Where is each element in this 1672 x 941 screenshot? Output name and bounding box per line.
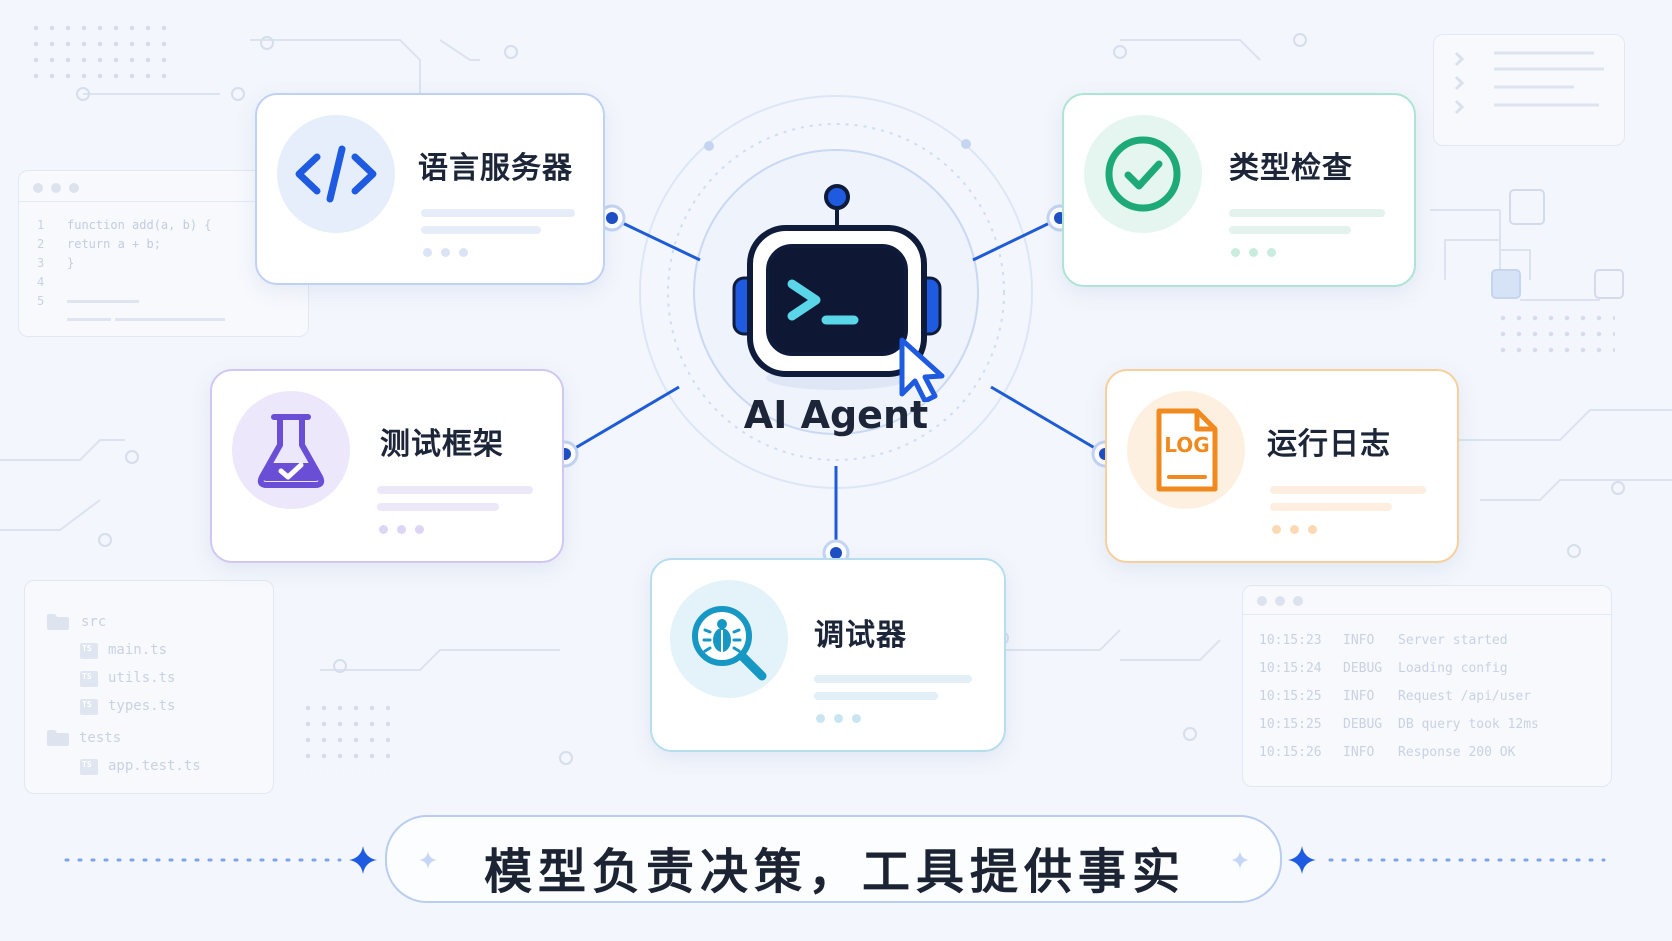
bg-file-tree-panel: src TS main.ts TS utils.ts TS types.ts t…	[24, 580, 274, 794]
log-level: INFO	[1343, 689, 1375, 704]
connector-node	[598, 204, 626, 232]
placeholder-bar	[1270, 486, 1426, 494]
code-line-text: return a + b;	[67, 237, 161, 251]
check-circle-icon	[1084, 115, 1202, 233]
log-level: DEBUG	[1343, 661, 1383, 676]
placeholder-line	[67, 318, 111, 321]
code-line-text: }	[67, 256, 75, 270]
log-message: Loading config	[1398, 661, 1508, 676]
sparkle-icon	[1288, 846, 1316, 874]
tool-title: 运行日志	[1267, 427, 1391, 462]
tool-card-run-log[interactable]: LOG 运行日志	[1105, 369, 1459, 563]
file-tree-folder: tests	[79, 730, 122, 746]
placeholder-bar	[1229, 226, 1351, 234]
placeholder-bar	[421, 209, 575, 217]
log-level: INFO	[1343, 633, 1375, 648]
slogan-text: 模型负责决策，工具提供事实	[483, 844, 1186, 900]
placeholder-bar	[814, 675, 972, 683]
placeholder-dot	[1272, 525, 1281, 534]
placeholder-dot	[459, 248, 468, 257]
log-level: DEBUG	[1343, 717, 1383, 732]
file-tree-file: utils.ts	[108, 670, 176, 686]
placeholder-dot	[441, 248, 450, 257]
placeholder-dot	[423, 248, 432, 257]
dot-grid-decoration	[1495, 310, 1615, 360]
code-line-number: 3	[37, 256, 45, 270]
tool-title: 语言服务器	[418, 151, 573, 186]
file-tree-file: types.ts	[108, 698, 176, 714]
log-time: 10:15:23	[1259, 633, 1322, 648]
placeholder-line	[67, 300, 139, 303]
file-tree-file: app.test.ts	[108, 758, 201, 774]
log-message: Server started	[1398, 633, 1508, 648]
placeholder-dot	[1290, 525, 1299, 534]
code-line-text: function add(a, b) {	[67, 218, 212, 232]
bg-code-snippet-panel	[1433, 34, 1625, 146]
log-icon-text: LOG	[1164, 433, 1210, 457]
log-message: Response 200 OK	[1398, 745, 1516, 760]
ts-file-icon: TS	[80, 643, 98, 659]
ts-file-icon: TS	[80, 699, 98, 715]
tool-card-test-framework[interactable]: 测试框架	[210, 369, 564, 563]
placeholder-bar	[377, 503, 499, 511]
code-line-number: 2	[37, 237, 45, 251]
placeholder-dot	[1249, 248, 1258, 257]
log-time: 10:15:25	[1259, 717, 1322, 732]
flask-check-icon	[232, 391, 350, 509]
placeholder-dot	[1231, 248, 1240, 257]
placeholder-dot	[415, 525, 424, 534]
sparkle-icon	[349, 846, 377, 874]
tool-card-type-check[interactable]: 类型检查	[1062, 93, 1416, 287]
placeholder-bar	[814, 692, 938, 700]
code-brackets-icon	[277, 115, 395, 233]
placeholder-line	[115, 318, 225, 321]
ts-file-icon: TS	[80, 759, 98, 775]
slogan-banner	[385, 815, 1282, 903]
placeholder-bar	[377, 486, 533, 494]
tool-card-language-server[interactable]: 语言服务器	[255, 93, 605, 285]
code-line-number: 5	[37, 294, 45, 308]
robot-terminal-icon	[732, 184, 945, 402]
log-time: 10:15:26	[1259, 745, 1322, 760]
folder-icon	[47, 730, 69, 746]
dot-grid-decoration	[28, 20, 168, 80]
folder-icon	[47, 614, 69, 630]
log-message: DB query took 12ms	[1398, 717, 1539, 732]
ts-file-icon: TS	[80, 671, 98, 687]
placeholder-bar	[1229, 209, 1385, 217]
window-dots	[33, 183, 93, 195]
code-line-number: 4	[37, 275, 45, 289]
tool-title: 测试框架	[380, 427, 504, 462]
file-tree-folder: src	[81, 614, 107, 630]
tool-title: 类型检查	[1229, 151, 1353, 186]
placeholder-bar	[421, 226, 541, 234]
bg-log-panel: 10:15:23 INFO Server started 10:15:24 DE…	[1242, 585, 1612, 787]
placeholder-dot	[379, 525, 388, 534]
tool-title: 调试器	[814, 618, 907, 653]
file-tree-file: main.ts	[108, 642, 168, 658]
log-file-icon: LOG	[1127, 391, 1245, 509]
log-message: Request /api/user	[1398, 689, 1532, 704]
log-level: INFO	[1343, 745, 1375, 760]
log-time: 10:15:25	[1259, 689, 1322, 704]
placeholder-dot	[852, 714, 861, 723]
placeholder-dot	[397, 525, 406, 534]
window-dots	[1257, 596, 1317, 608]
agent-label: AI Agent	[743, 393, 929, 437]
placeholder-dot	[816, 714, 825, 723]
bug-magnifier-icon	[670, 580, 788, 698]
placeholder-dot	[834, 714, 843, 723]
placeholder-dot	[1308, 525, 1317, 534]
tool-card-debugger[interactable]: 调试器	[650, 558, 1006, 752]
placeholder-bar	[1270, 503, 1392, 511]
log-time: 10:15:24	[1259, 661, 1322, 676]
placeholder-dot	[1267, 248, 1276, 257]
dot-grid-decoration	[300, 700, 390, 770]
code-line-number: 1	[37, 218, 45, 232]
